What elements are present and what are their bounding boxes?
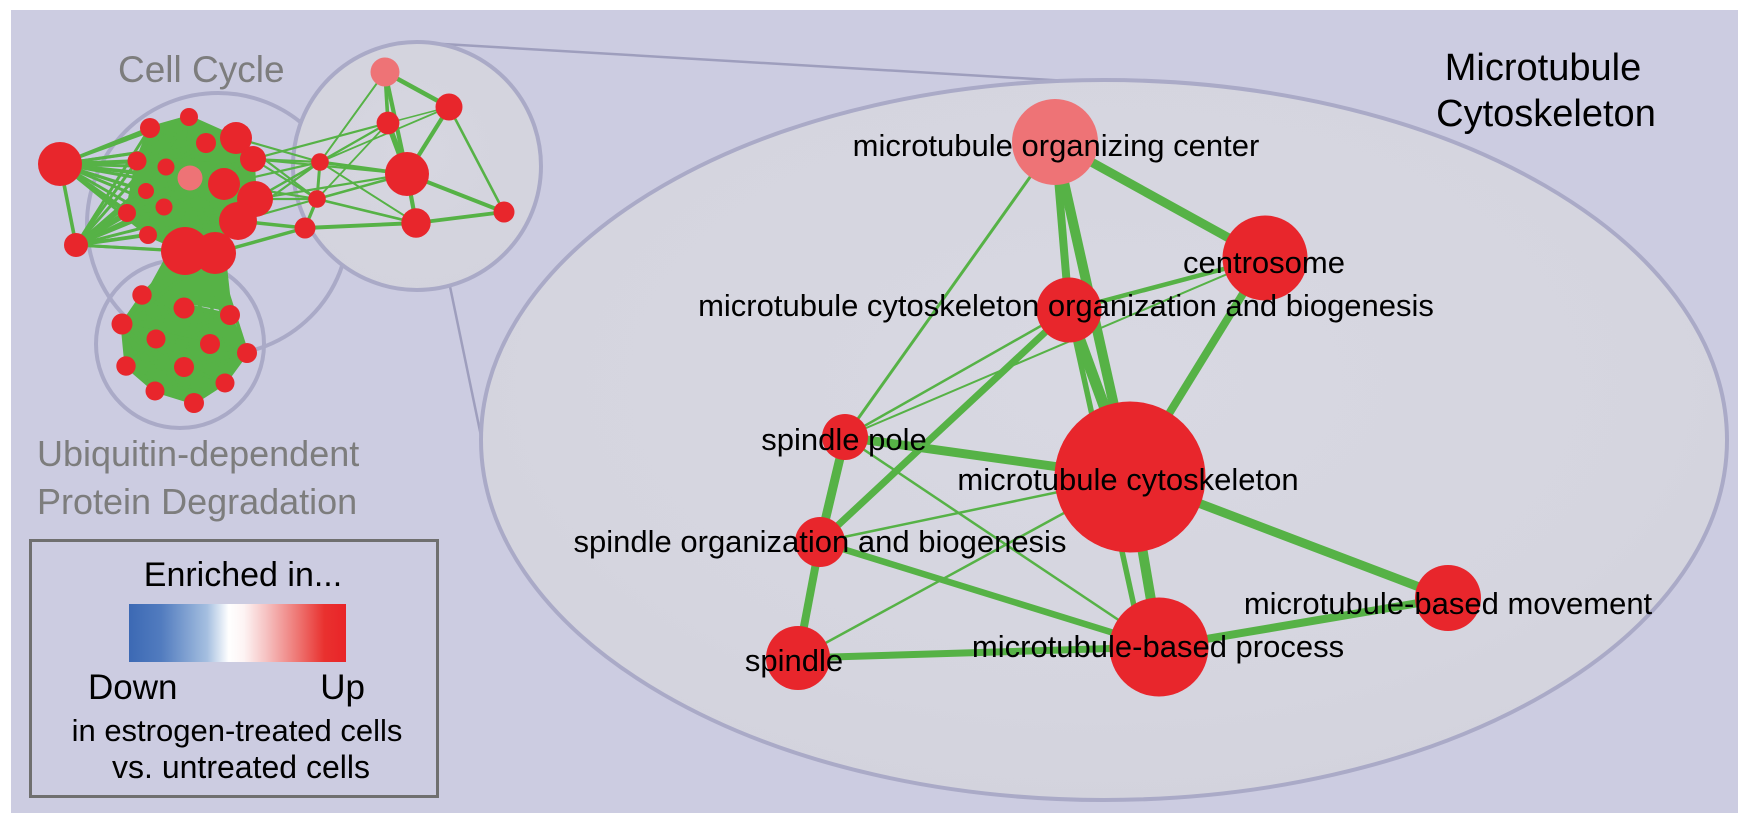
svg-text:spindle: spindle bbox=[745, 643, 843, 678]
svg-text:Enriched in...: Enriched in... bbox=[144, 556, 342, 594]
svg-text:microtubule-based process: microtubule-based process bbox=[972, 629, 1344, 664]
svg-text:spindle pole: spindle pole bbox=[761, 422, 926, 457]
svg-text:Cytoskeleton: Cytoskeleton bbox=[1436, 93, 1656, 135]
svg-text:microtubule cytoskeleton organ: microtubule cytoskeleton organization an… bbox=[698, 288, 1434, 323]
svg-text:Cell Cycle: Cell Cycle bbox=[118, 49, 285, 90]
svg-text:in estrogen-treated cells: in estrogen-treated cells bbox=[72, 713, 403, 748]
svg-text:Protein Degradation: Protein Degradation bbox=[37, 481, 357, 522]
svg-text:centrosome: centrosome bbox=[1183, 245, 1345, 280]
svg-text:microtubule-based movement: microtubule-based movement bbox=[1244, 586, 1653, 621]
svg-text:Down: Down bbox=[88, 668, 177, 707]
svg-text:Ubiquitin-dependent: Ubiquitin-dependent bbox=[37, 433, 359, 474]
svg-text:Microtubule: Microtubule bbox=[1445, 47, 1641, 89]
svg-text:Up: Up bbox=[320, 668, 365, 707]
svg-text:vs. untreated cells: vs. untreated cells bbox=[112, 749, 370, 785]
svg-text:spindle organization and bioge: spindle organization and biogenesis bbox=[574, 524, 1067, 559]
svg-text:microtubule cytoskeleton: microtubule cytoskeleton bbox=[957, 462, 1298, 497]
svg-text:microtubule organizing center: microtubule organizing center bbox=[853, 128, 1260, 163]
